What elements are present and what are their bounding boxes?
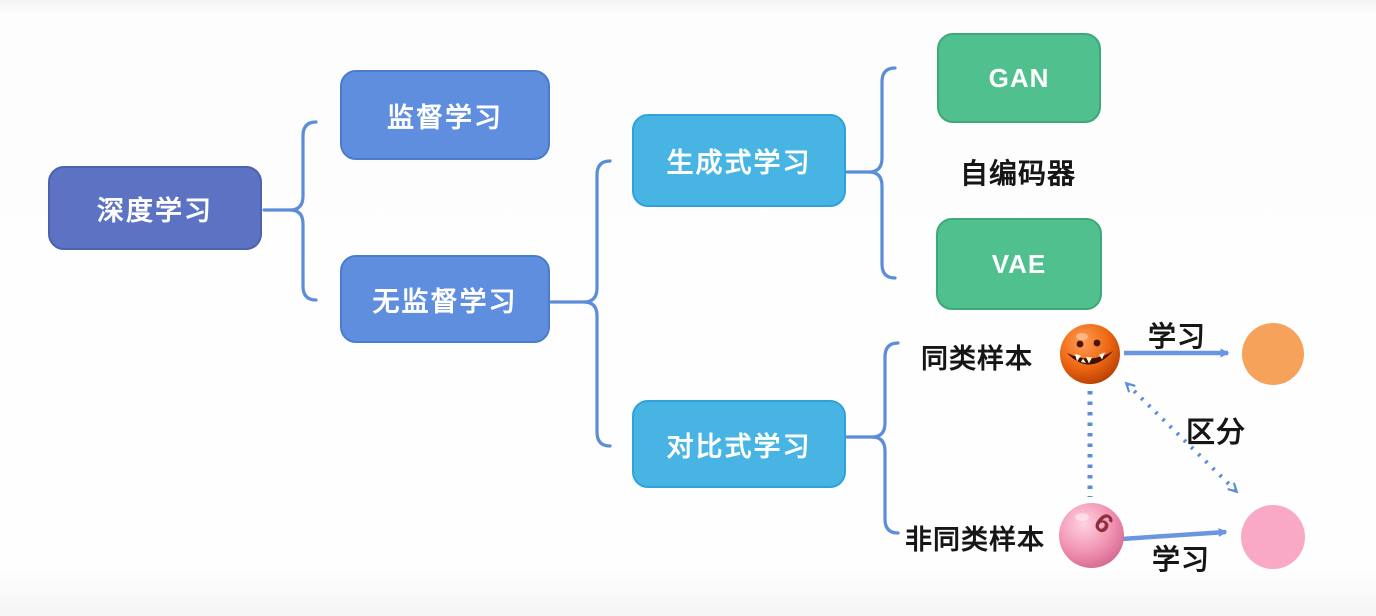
node-vae-label: VAE (991, 248, 1047, 279)
node-generative-label: 生成式学习 (666, 148, 812, 178)
node-contrastive: 对比式学习 (632, 400, 846, 488)
node-autoencoder-label: 自编码器 (959, 158, 1076, 189)
node-unsupervised: 无监督学习 (340, 255, 550, 343)
node-deep-learning: 深度学习 (48, 166, 262, 250)
orange-representation-dot (1242, 323, 1304, 385)
brace-contrastive-children (871, 341, 900, 535)
node-supervised-label: 监督学习 (387, 102, 503, 133)
label-distinguish: 区分 (1185, 417, 1246, 449)
pink-representation-dot (1241, 505, 1305, 569)
node-vae: VAE (936, 218, 1102, 310)
node-unsupervised-label: 无监督学习 (372, 286, 518, 317)
brace-generative-children (868, 66, 897, 280)
node-contrastive-label: 对比式学习 (666, 431, 812, 462)
brace-root-children (289, 120, 318, 302)
node-gan: GAN (937, 33, 1101, 123)
brace-unsupervised-children (583, 159, 612, 448)
label-learn-bottom: 学习 (1151, 544, 1210, 575)
label-non-same-class: 非同类样本 (905, 525, 1045, 555)
pumpkin-ball-icon (1060, 324, 1120, 384)
pink-six-ball-icon: 6 (1059, 503, 1124, 568)
node-generative: 生成式学习 (632, 114, 846, 207)
node-deep-learning-label: 深度学习 (97, 195, 213, 226)
node-supervised: 监督学习 (340, 70, 550, 160)
node-gan-label: GAN (988, 62, 1050, 93)
label-learn-top: 学习 (1147, 321, 1206, 352)
label-same-class: 同类样本 (921, 344, 1033, 374)
